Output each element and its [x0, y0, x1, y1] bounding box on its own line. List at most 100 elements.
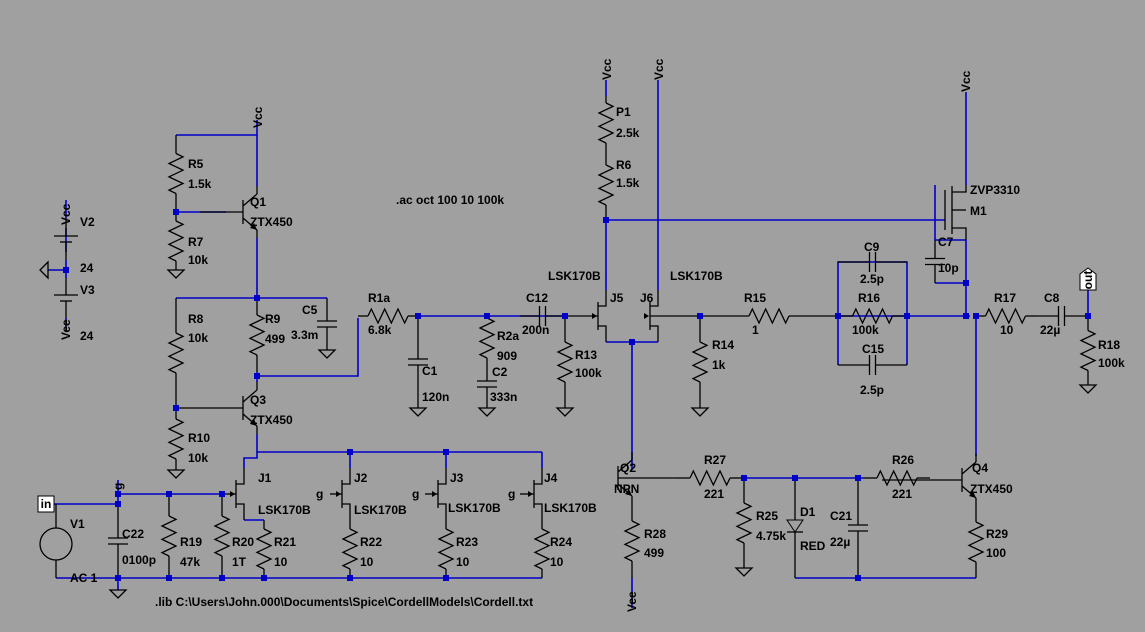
label-parts-C7-value: 10p [938, 261, 959, 275]
label-parts-R22-name: R22 [360, 535, 382, 549]
junction-dot [963, 280, 969, 286]
wires [48, 80, 1089, 608]
junction-dot [347, 575, 353, 581]
capacitor-c22 [108, 504, 128, 578]
label-parts-C9-name: C9 [864, 240, 880, 254]
capacitor-c8 [1035, 306, 1088, 326]
ac-source-v1 [39, 504, 73, 578]
out-label: out [1081, 271, 1095, 290]
jfet-j4 [520, 468, 543, 520]
jfet-j5 [565, 290, 607, 342]
junction-dot [415, 313, 421, 319]
label-parts-J3-value: LSK170B [448, 501, 501, 515]
ground-symbol [166, 269, 186, 279]
label-parts-R5-value: 1.5k [188, 177, 212, 191]
junction-dot [261, 575, 267, 581]
jfet-j2 [330, 468, 351, 520]
junctions [63, 209, 1091, 581]
resistor-r16 [838, 307, 907, 325]
wire-c9-loop [837, 261, 908, 316]
label-parts-C21-value: 22µ [830, 535, 850, 549]
net-vcc-p1: Vcc [600, 58, 614, 80]
label-parts-J6-name: J6 [640, 291, 654, 305]
label-parts-J6-value: LSK170B [670, 269, 723, 283]
label-parts-J2-name: J2 [354, 471, 368, 485]
capacitor-c15 [838, 355, 907, 375]
junction-dot [484, 313, 490, 319]
label-parts-R13-name: R13 [575, 348, 597, 362]
label-parts-V2-name: V2 [80, 215, 95, 229]
net-vee-q2: Vee [625, 591, 639, 612]
jfet-j6 [644, 290, 700, 342]
jfet-j1 [222, 468, 245, 520]
transistor-q4 [882, 454, 977, 506]
label-parts-R24-value: 10 [550, 555, 564, 569]
resistor-r17 [976, 307, 1035, 325]
transistor-q1 [200, 186, 258, 238]
label-parts-R5-name: R5 [188, 157, 204, 171]
label-parts-R18-name: R18 [1098, 338, 1120, 352]
label-parts-C8-value: 22µ [1040, 323, 1060, 337]
net-vee-v3: Vee [59, 319, 73, 340]
wire-j1-d [243, 452, 258, 468]
ground-symbol [1078, 384, 1098, 394]
junction-dot [562, 313, 568, 319]
wire-vcc-top [176, 120, 258, 136]
junction-dot [254, 295, 260, 301]
label-parts-R2a-value: 909 [497, 349, 517, 363]
label-parts-R16-name: R16 [858, 291, 880, 305]
label-parts-R22-value: 10 [360, 555, 374, 569]
resistor-r15 [700, 307, 838, 325]
resistor-r5 [167, 135, 185, 212]
label-parts-R17-value: 10 [1000, 323, 1014, 337]
junction-dot [173, 209, 179, 215]
label-parts-Q1-value: ZTX450 [250, 215, 293, 229]
label-parts-R2a-name: R2a [497, 329, 519, 343]
resistor-r2a [478, 316, 496, 360]
capacitor-c21 [848, 478, 868, 578]
label-parts-C5-value: 3.3m [291, 328, 318, 342]
junction-dot [443, 575, 449, 581]
label-parts-R10-name: R10 [188, 431, 210, 445]
ground-symbol [408, 407, 428, 417]
resistor-r14 [691, 316, 709, 408]
label-parts-J2-value: LSK170B [354, 503, 407, 517]
ground-symbol [555, 407, 575, 417]
junction-dot [973, 313, 979, 319]
net-vcc-v2: Vcc [59, 203, 73, 225]
capacitor-c1 [408, 316, 428, 408]
resistor-r27 [676, 469, 744, 487]
label-parts-R15-name: R15 [744, 291, 766, 305]
label-parts-Q3-value: ZTX450 [250, 413, 293, 427]
resistor-r13 [556, 316, 574, 408]
label-parts-R19-value: 47k [180, 555, 200, 569]
label-parts-C2-name: C2 [492, 365, 508, 379]
label-parts-D1-value: RED [800, 539, 826, 553]
label-parts-R25-name: R25 [756, 509, 778, 523]
label-parts-R29-value: 100 [986, 546, 1006, 560]
label-parts-C12-value: 200n [522, 323, 549, 337]
label-parts-R16-value: 100k [852, 323, 879, 337]
label-parts-M1-name: M1 [970, 204, 987, 218]
mosfet-m1 [944, 185, 967, 240]
junction-dot [1085, 313, 1091, 319]
label-parts-C8-name: C8 [1044, 291, 1060, 305]
label-parts-R25-value: 4.75k [756, 529, 786, 543]
label-parts-R27-name: R27 [704, 453, 726, 467]
in-label: in [41, 497, 52, 511]
ground-symbol [108, 589, 128, 599]
ground-symbol [39, 260, 49, 280]
resistor-r20 [213, 494, 231, 578]
capacitor-c9 [838, 252, 907, 272]
resistor-r9 [248, 298, 266, 372]
label-parts-C1-name: C1 [422, 364, 438, 378]
resistor-r10 [167, 408, 185, 470]
capacitor-c7 [925, 240, 945, 283]
lib-directive: .lib C:\Users\John.000\Documents\Spice\C… [155, 595, 533, 609]
capacitor-c12 [520, 306, 565, 326]
junction-dot [697, 313, 703, 319]
junction-dot [63, 267, 69, 273]
label-parts-C2-value: 333n [490, 390, 517, 404]
resistor-r8 [167, 298, 185, 408]
